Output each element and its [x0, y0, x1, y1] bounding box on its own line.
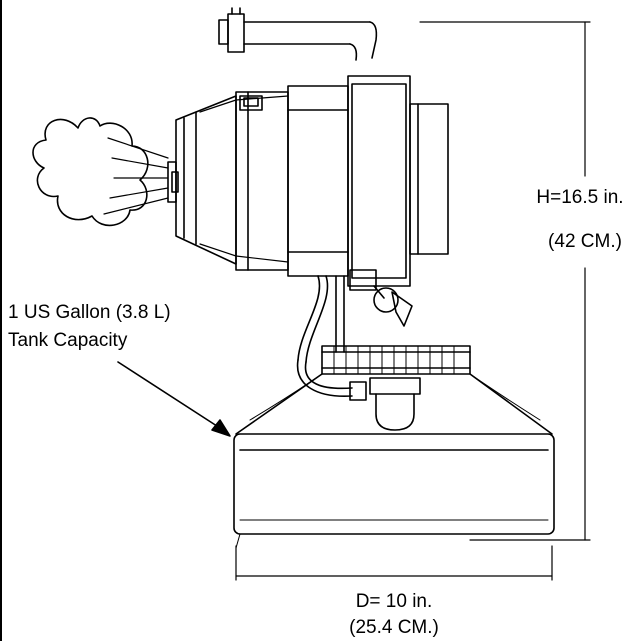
- height-dimension-line: [419, 21, 591, 541]
- support-and-hose: [296, 275, 367, 401]
- capacity-label-line1: 1 US Gallon (3.8 L): [8, 302, 171, 323]
- height-metric-label: (42 CM.): [548, 231, 622, 252]
- height-value-label: H=16.5 in.: [536, 187, 623, 208]
- handle: [218, 7, 378, 61]
- diameter-dimension-line: [235, 545, 553, 581]
- fog-cloud: [32, 117, 149, 227]
- handle-grip: [227, 13, 245, 53]
- handle-end-cap: [218, 19, 229, 45]
- power-switch: [349, 269, 413, 327]
- motor-housing: [175, 75, 449, 287]
- diameter-metric-label: (25.4 CM.): [349, 617, 439, 638]
- capacity-label-line2: Tank Capacity: [8, 330, 128, 351]
- capacity-arrow: [117, 361, 231, 437]
- diameter-value-label: D= 10 in.: [356, 591, 433, 612]
- fog-spray-lines: [103, 137, 169, 215]
- tank: [233, 373, 555, 549]
- tank-cap: [321, 345, 471, 431]
